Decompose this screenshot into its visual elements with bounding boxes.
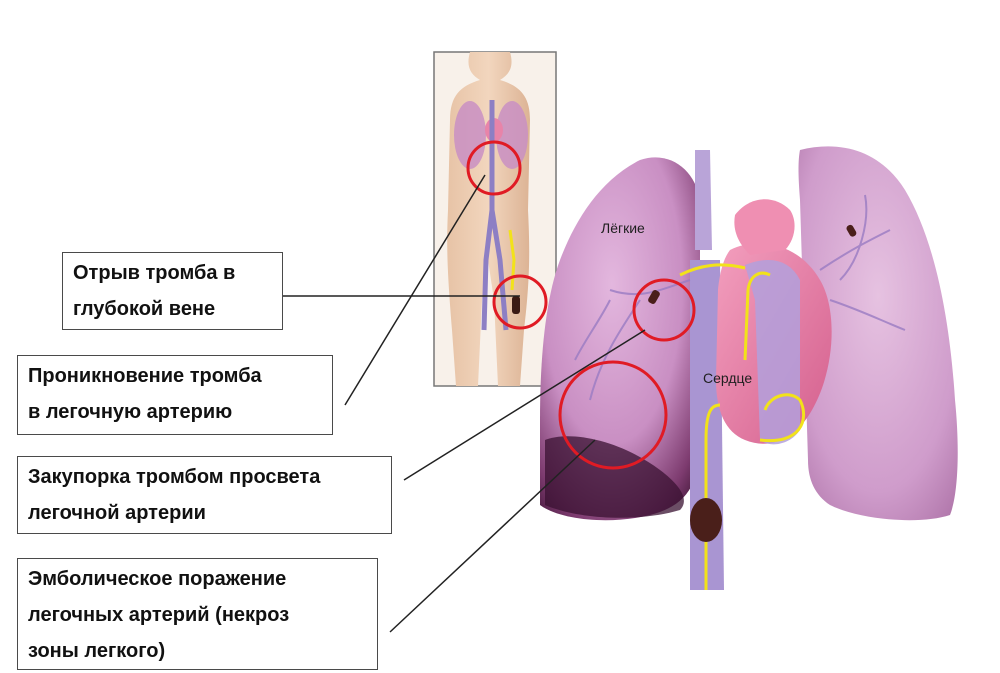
- body-inset: [433, 51, 557, 387]
- aorta: [734, 199, 795, 255]
- inset-circle-leg: [492, 274, 548, 330]
- lungs-label: Лёгкие: [601, 220, 645, 236]
- circle-occlusion: [558, 360, 668, 470]
- inset-circle-chest: [466, 140, 522, 196]
- flow-arrow-artery: [743, 271, 771, 361]
- label-deep-vein-line-2: глубокой вене: [73, 298, 216, 320]
- inset-vena-cava: [481, 100, 509, 331]
- label-pulmonary-entry: Проникновение тромба в легочную артерию: [17, 355, 333, 435]
- heart-label: Сердце: [703, 370, 753, 386]
- trachea: [695, 150, 712, 250]
- inset-lung-left: [454, 101, 486, 169]
- clot-small-1: [648, 290, 660, 304]
- lung-right: [798, 146, 958, 521]
- label-pulmonary-entry-line-2: в легочную артерию: [28, 401, 233, 423]
- label-occlusion-line-1: Закупорка тромбом просвета: [28, 466, 321, 488]
- flow-arrow-vena: [704, 403, 721, 590]
- label-embolic-lesion-line-1: Эмболическое поражение: [28, 568, 287, 590]
- label-occlusion-line-2: легочной артерии: [28, 502, 206, 524]
- label-embolic-lesion-line-2: легочных артерий (некроз: [28, 604, 290, 626]
- label-deep-vein-line-1: Отрыв тромба в: [73, 262, 236, 284]
- leader-occlusion: [403, 329, 646, 481]
- leader-pulmonary-entry: [344, 174, 486, 406]
- label-occlusion: Закупорка тромбом просвета легочной арте…: [17, 456, 392, 534]
- label-pulmonary-entry-line-1: Проникновение тромба: [28, 365, 262, 387]
- label-embolic-lesion: Эмболическое поражение легочных артерий …: [17, 558, 378, 670]
- lungs-heart: [540, 146, 958, 590]
- clot-main: [690, 498, 722, 542]
- inset-arrow: [508, 229, 516, 291]
- inset-lung-right: [496, 101, 528, 169]
- label-embolic-lesion-line-3: зоны легкого): [28, 640, 166, 662]
- leader-embolic-lesion: [389, 439, 596, 633]
- pulmonary-artery: [745, 260, 800, 445]
- leader-lines: [283, 174, 646, 633]
- flow-arrow-lung: [679, 263, 746, 277]
- circle-artery-entry: [632, 278, 696, 342]
- label-deep-vein: Отрыв тромба в глубокой вене: [62, 252, 283, 330]
- lung-left: [540, 157, 700, 521]
- flow-arrow-heart: [759, 393, 806, 443]
- inset-clot: [512, 296, 520, 314]
- clot-small-2: [846, 224, 857, 237]
